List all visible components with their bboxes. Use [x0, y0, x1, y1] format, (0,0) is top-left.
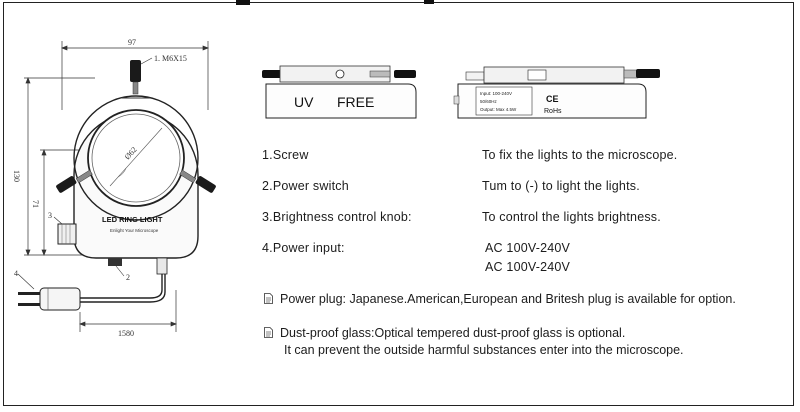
knob-leader [53, 216, 63, 225]
left-screw [56, 169, 93, 193]
note-power-plug: Power plug: Japanese.American,European a… [280, 291, 736, 308]
title-fragment-left [236, 0, 250, 5]
top-screw [122, 60, 150, 99]
ring-brand-sublabel: Enlight Your Microscope [110, 228, 159, 233]
front-label-free: FREE [337, 94, 374, 110]
switch-leader [115, 265, 125, 277]
spec-1-label: 1.Screw [262, 148, 309, 162]
ring-light-body [73, 95, 199, 259]
width-dimension [61, 41, 209, 110]
rear-spec-line-1: Input: 100-240V [480, 91, 512, 96]
width-dimension-label: 97 [128, 38, 136, 47]
screw-leader [140, 57, 153, 65]
spec-3-label: 3.Brightness control knob: [262, 210, 412, 224]
power-cable [80, 257, 168, 303]
knob-callout-label: 3 [48, 211, 52, 220]
note-dust-proof-glass: Dust-proof glass:Optical tempered dust-p… [280, 325, 684, 359]
note-dust-proof-line-1: Dust-proof glass:Optical tempered dust-p… [280, 326, 626, 340]
title-fragment-right [424, 0, 434, 4]
screw-callout-label: 1. M6X15 [154, 54, 187, 63]
right-screw [179, 169, 216, 193]
rear-spec-line-2: 50/60Hz [480, 99, 498, 104]
spec-2-desc: Tum to (-) to light the lights. [482, 179, 640, 193]
spec-3-desc: To control the lights brightness. [482, 210, 661, 224]
plug-leader [17, 273, 35, 290]
power-switch-shape [108, 258, 122, 266]
spec-2-label: 2.Power switch [262, 179, 349, 193]
plug-callout-label: 4 [14, 269, 18, 278]
ring-brand-label: LED RING LIGHT [102, 215, 163, 224]
document-icon [264, 327, 273, 338]
switch-callout-label: 2 [126, 273, 130, 282]
front-view-unit [262, 65, 417, 119]
power-plug [18, 287, 81, 311]
height-dimension [24, 77, 95, 256]
side-dimension-label: 71 [31, 200, 40, 208]
document-icon [264, 293, 273, 304]
rohs-mark: RoHs [544, 108, 562, 115]
rear-spec-line-3: Output: Max 4.5W [480, 107, 517, 112]
spec-4-desc-2: AC 100V-240V [485, 260, 571, 274]
brightness-knob [57, 223, 77, 245]
note-dust-proof-line-2: It can prevent the outside harmful subst… [284, 343, 684, 357]
note-power-plug-line-1: Power plug: Japanese.American,European a… [280, 292, 736, 306]
spec-4-label: 4.Power input: [262, 241, 345, 255]
height-dimension-label: 130 [12, 170, 21, 182]
ce-mark: CE [546, 94, 559, 104]
spec-4-desc: AC 100V-240V [485, 241, 571, 255]
cable-length-dimension [79, 290, 177, 332]
spec-1-desc: To fix the lights to the microscope. [482, 148, 678, 162]
rear-view-unit [453, 66, 660, 119]
cable-length-label: 1580 [118, 329, 134, 338]
front-label-uv: UV [294, 94, 314, 110]
